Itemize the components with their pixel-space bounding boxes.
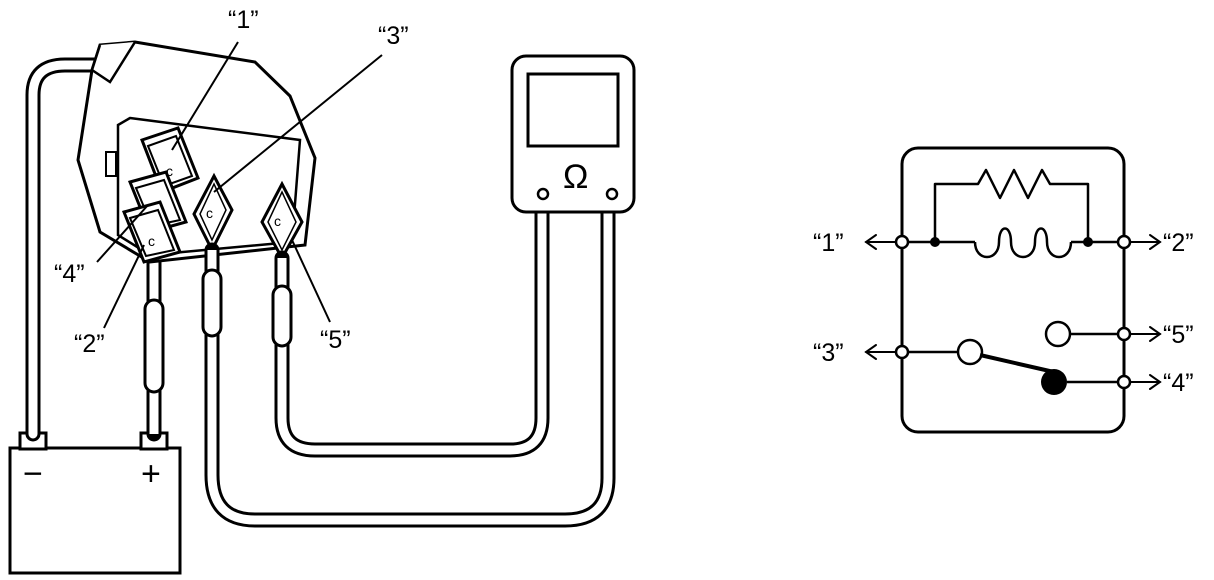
ohmmeter-display — [526, 72, 620, 148]
label-terminal-2: “2” — [74, 330, 105, 358]
junction-dot-right — [1083, 237, 1093, 247]
junction-dot-left — [930, 237, 940, 247]
schematic-terminal-5 — [1116, 326, 1132, 342]
ohmmeter-jack-right — [605, 187, 619, 201]
label-terminal-1: “1” — [228, 6, 259, 34]
label-terminal-4: “4” — [54, 260, 85, 288]
switch-arm — [979, 353, 1055, 374]
probe-lead-terminal-3 — [201, 204, 616, 528]
ohmmeter: Ω — [510, 54, 636, 214]
pictorial-labels: “1” “3” “4” “2” “5” — [54, 6, 409, 358]
coil-symbol — [973, 227, 1073, 259]
resistor-symbol — [933, 168, 1090, 242]
relay-schematic: “1” “3” “2” “5” “4” — [813, 146, 1194, 434]
schematic-label-1: “1” — [813, 229, 844, 257]
schematic-terminal-3 — [894, 344, 910, 360]
probe-lead-terminal-5 — [271, 204, 550, 458]
schematic-label-3: “3” — [813, 339, 844, 367]
svg-text:c: c — [166, 163, 173, 179]
ohm-symbol: Ω — [563, 158, 588, 196]
svg-text:c: c — [148, 233, 155, 249]
probe-tip-terminal-5 — [271, 284, 293, 348]
positive-wire-clip — [143, 298, 165, 394]
label-terminal-3: “3” — [378, 22, 409, 50]
battery: − + — [8, 431, 182, 575]
schematic-terminal-4 — [1116, 374, 1132, 390]
positive-wire — [143, 254, 165, 442]
terminal-arrows — [864, 234, 1162, 390]
schematic-terminal-1 — [894, 234, 910, 250]
ohmmeter-jack-left — [536, 187, 550, 201]
schematic-outline — [900, 146, 1126, 434]
schematic-terminal-2 — [1116, 234, 1132, 250]
probe-tip-terminal-3 — [201, 268, 223, 338]
relay: c c c c c — [76, 40, 317, 264]
schematic-label-4: “4” — [1163, 369, 1194, 397]
switch-closed-contact — [1041, 369, 1067, 395]
schematic-label-5: “5” — [1163, 321, 1194, 349]
battery-positive-symbol: + — [141, 455, 161, 493]
svg-text:c: c — [206, 205, 213, 221]
label-terminal-5: “5” — [320, 326, 351, 354]
schematic-label-2: “2” — [1163, 229, 1194, 257]
switch-open-contact — [1044, 320, 1072, 348]
battery-negative-symbol: − — [23, 455, 43, 493]
switch-common-contact — [956, 338, 984, 366]
svg-text:c: c — [274, 213, 281, 229]
battery-body — [8, 446, 182, 575]
